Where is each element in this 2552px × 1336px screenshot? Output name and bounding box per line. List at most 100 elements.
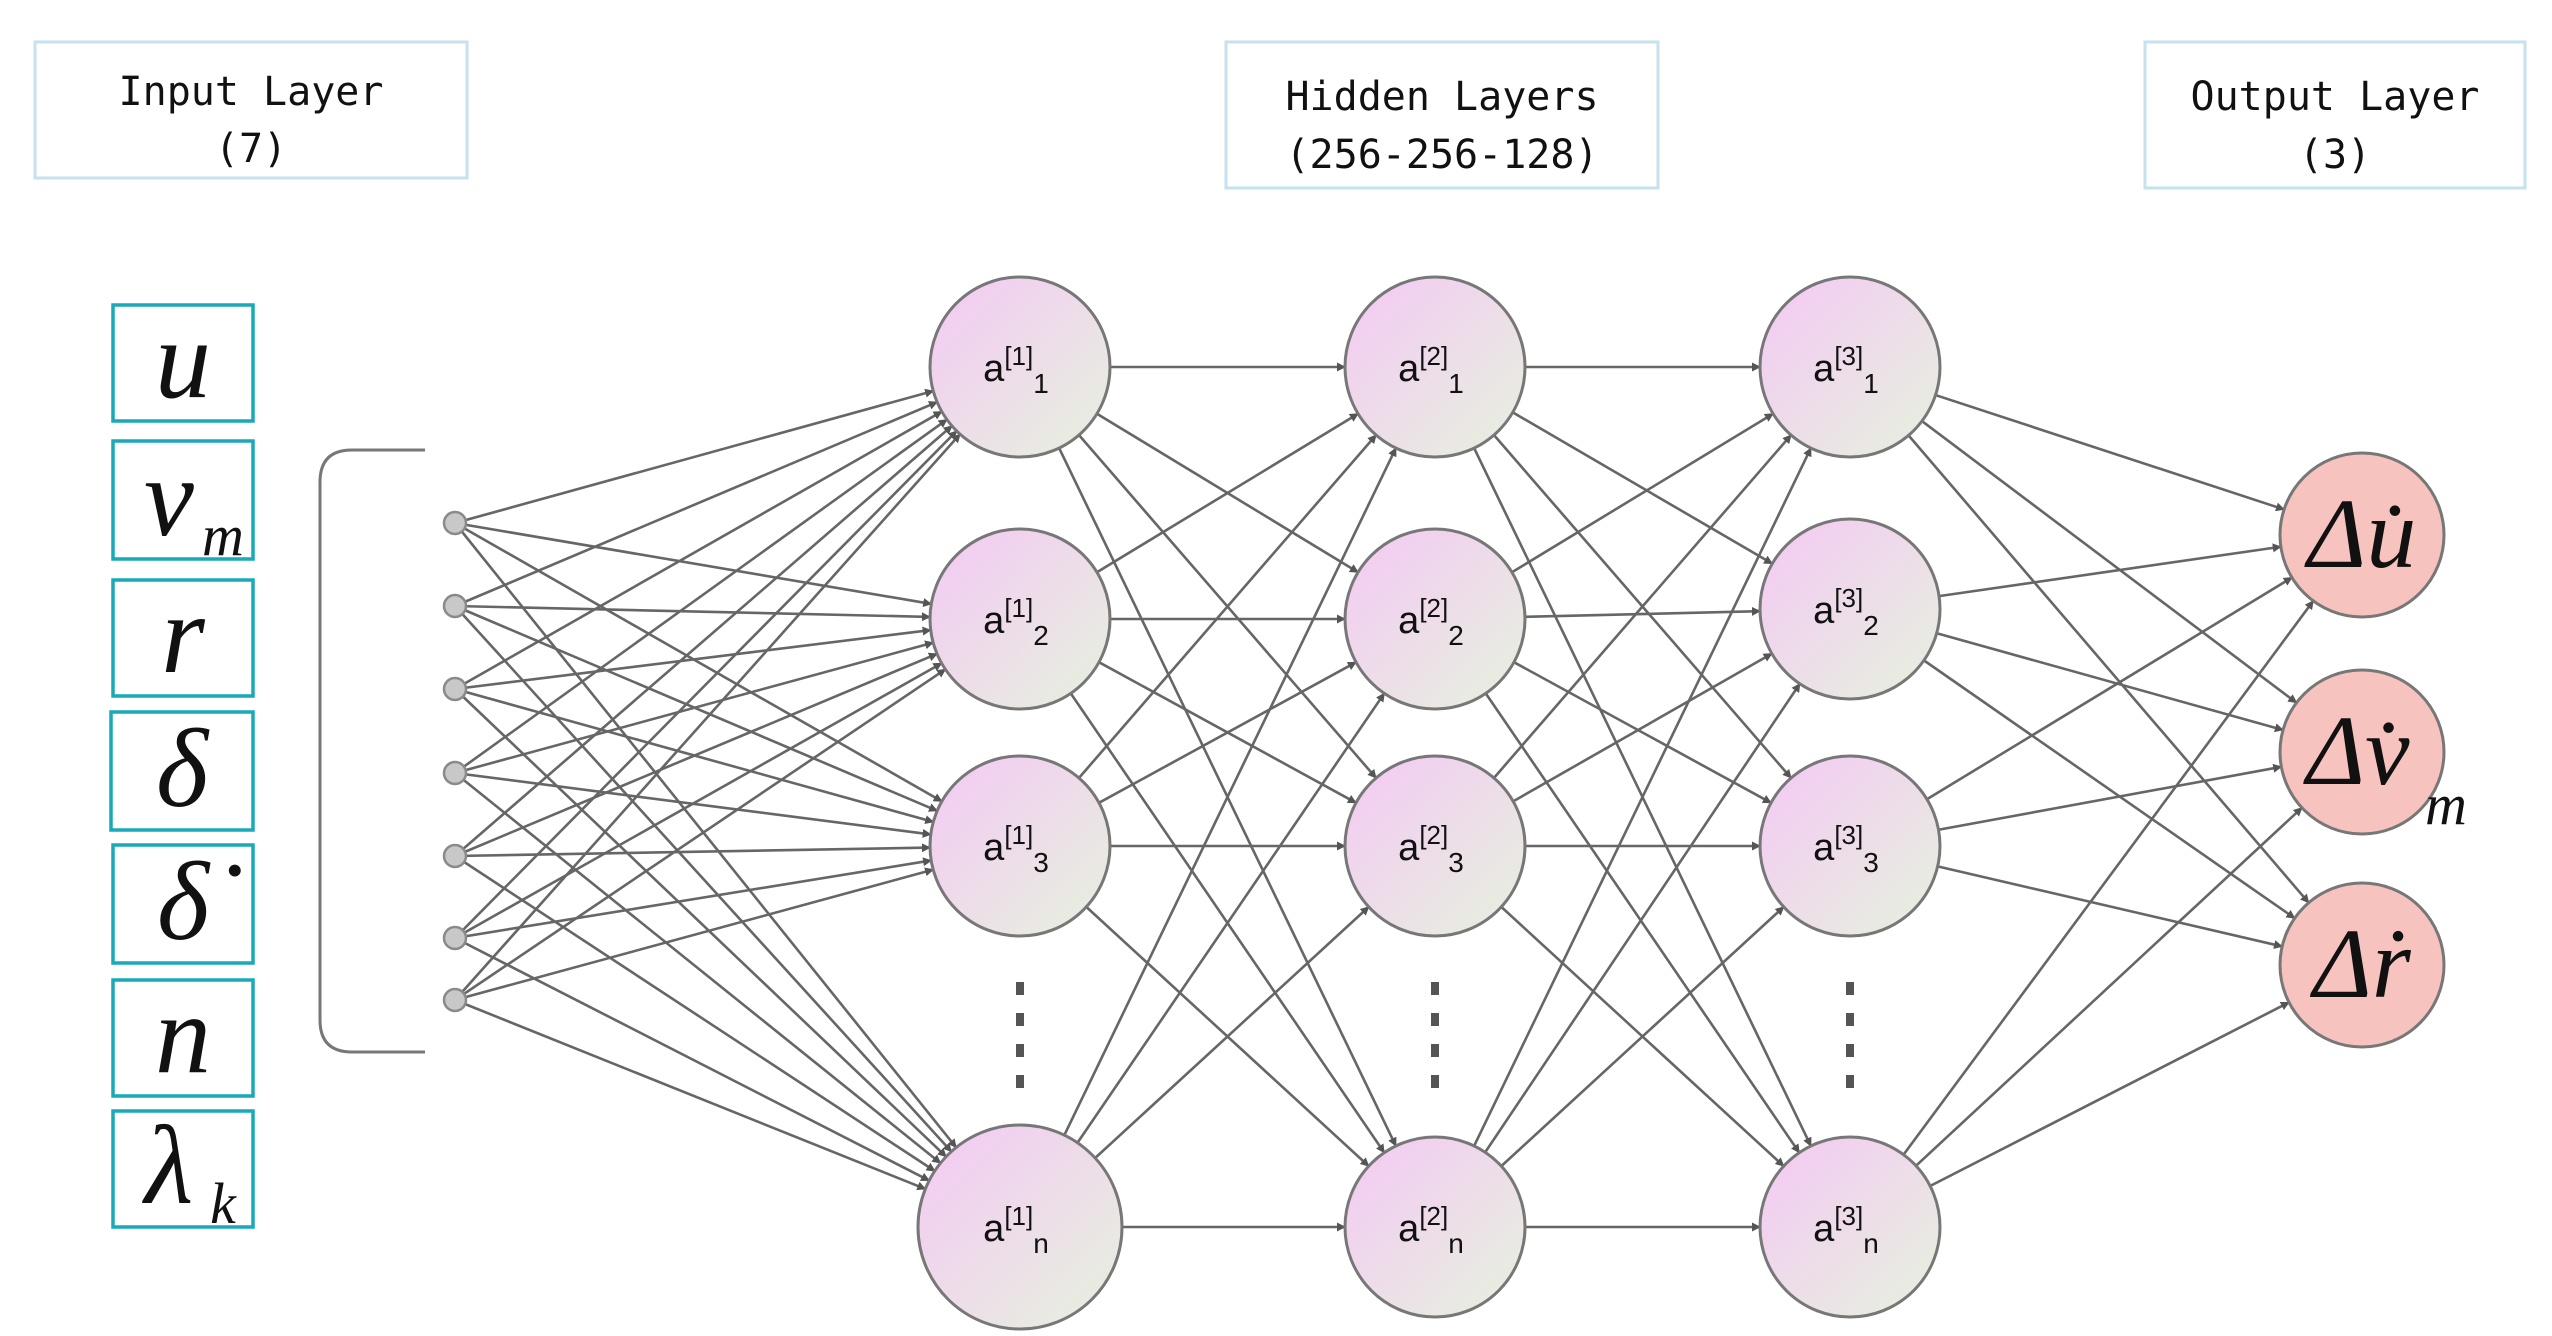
connection-l3-3-to-out-2 <box>1938 763 2283 832</box>
connection-input-3-to-l1-1 <box>454 410 943 691</box>
connection-l1-3-to-l2-2 <box>1098 661 1357 804</box>
input-subscript: m <box>202 503 244 568</box>
connection-input-2-to-l1-2 <box>454 604 931 622</box>
neuron-label: a[1]3 <box>983 820 1049 878</box>
connection-l3-2-to-out-2 <box>1936 631 2284 733</box>
connection-l3-2-to-out-1 <box>1938 543 2282 598</box>
connection-input-6-to-l1-3 <box>454 857 933 940</box>
output-subscript: m <box>2425 772 2467 837</box>
ellipsis-l1 <box>1016 982 1024 1088</box>
neuron-label: a[3]1 <box>1813 341 1879 399</box>
connection-input-4-to-l1-2 <box>454 640 935 775</box>
hidden-layers-header: Hidden Layers (256-256-128) <box>1224 40 1660 190</box>
connection-input-1-to-l1-2 <box>454 521 933 608</box>
neuron-label: a[3]n <box>1813 1201 1879 1259</box>
input-symbol: v <box>144 436 194 560</box>
connection-l2-3-to-l3-1 <box>1492 434 1793 779</box>
connection-l2-2-to-l3-3 <box>1513 661 1772 804</box>
connection-input-3-to-l1-4 <box>454 688 948 1158</box>
input-subscript: k <box>210 1171 237 1236</box>
connection-l1-3-to-l2-1 <box>1077 434 1378 779</box>
neuron-label: a[2]n <box>1398 1201 1464 1259</box>
connection-input-2-to-l1-1 <box>454 400 938 608</box>
connection-l1-4-to-l2-1 <box>1063 447 1398 1136</box>
neuron-l1-3: a[1]3 <box>928 754 1112 938</box>
input-node-3 <box>442 676 468 702</box>
output-symbol: Δṙ <box>2309 908 2412 1019</box>
input-dots <box>442 510 468 1013</box>
neuron-l2-1: a[2]1 <box>1343 275 1527 459</box>
neuron-label: a[2]3 <box>1398 820 1464 878</box>
input-symbol: u <box>155 298 211 422</box>
hidden-layers-sizes: (256-256-128) <box>1285 132 1598 178</box>
connection-input-5-to-l1-3 <box>454 843 931 858</box>
output-neuron-1: Δu̇ <box>2278 451 2446 619</box>
connection-input-2-to-l1-4 <box>454 605 953 1153</box>
input-layer-count: (7) <box>215 126 287 172</box>
hidden-neurons: a[1]1 a[1]2 a[1]3 a[1]n a[2]1 a[2]2 a[2]3 a[2]n… <box>916 275 1942 1331</box>
input-node-2 <box>442 593 468 619</box>
output-layer-header: Output Layer (3) <box>2143 40 2527 190</box>
hidden-layers-title: Hidden Layers <box>1285 74 1598 120</box>
input-variable-5: δ̇ <box>111 840 255 965</box>
output-symbol: Δv̇ <box>2302 695 2410 806</box>
connection-input-6-to-l1-4 <box>454 936 930 1182</box>
connection-l3-3-to-out-3 <box>1937 865 2284 949</box>
neuron-l2-n: a[2]n <box>1343 1135 1527 1319</box>
connection-l2-4-to-l3-3 <box>1500 905 1785 1168</box>
output-layer-title: Output Layer <box>2191 74 2480 120</box>
output-neuron-3: Δṙ <box>2278 881 2446 1049</box>
connection-l3-1-to-out-2 <box>1921 420 2298 704</box>
connection-input-1-to-l1-4 <box>453 522 958 1149</box>
connection-l2-4-to-l3-2 <box>1484 682 1801 1154</box>
input-node-7 <box>442 987 468 1013</box>
input-node-1 <box>442 510 468 536</box>
input-node-4 <box>442 760 468 786</box>
input-node-6 <box>442 925 468 951</box>
neuron-label: a[2]2 <box>1398 593 1464 651</box>
neuron-label: a[3]3 <box>1813 820 1879 878</box>
connection-l2-3-to-l3-2 <box>1512 652 1773 803</box>
connection-l2-4-to-l3-1 <box>1472 447 1813 1147</box>
input-symbol: δ <box>156 707 210 831</box>
connection-input-1-to-l1-1 <box>454 388 935 525</box>
neuron-l3-2: a[3]2 <box>1758 517 1942 701</box>
connection-l1-4-to-l2-2 <box>1076 692 1386 1144</box>
connection-input-6-to-l1-1 <box>454 430 958 939</box>
connection-input-7-to-l1-2 <box>454 668 947 1002</box>
connection-input-5-to-l1-1 <box>454 424 953 857</box>
connection-l3-3-to-out-1 <box>1926 576 2293 801</box>
connection-input-5-to-l1-2 <box>454 652 938 858</box>
neuron-label: a[1]2 <box>983 593 1049 651</box>
connection-l3-4-to-out-2 <box>1915 806 2303 1167</box>
connection-input-6-to-l1-2 <box>454 662 943 940</box>
input-layer-title: Input Layer <box>119 69 384 115</box>
connection-l3-1-to-out-3 <box>1907 434 2310 904</box>
input-variable-4: δ <box>109 707 255 832</box>
output-layer-count: (3) <box>2299 132 2371 178</box>
input-symbol: r <box>161 573 205 697</box>
neuron-label: a[1]n <box>983 1201 1049 1259</box>
connection-input-1-to-l1-3 <box>454 521 943 803</box>
neuron-l1-n: a[1]n <box>916 1123 1124 1331</box>
neuron-l2-3: a[2]3 <box>1343 754 1527 938</box>
connection-input-7-to-l1-1 <box>454 433 962 1001</box>
ellipsis-l3 <box>1846 982 1854 1088</box>
input-variable-6: n <box>111 973 255 1098</box>
neuron-l3-3: a[3]3 <box>1758 754 1942 938</box>
connection-input-4-to-l1-4 <box>454 771 942 1165</box>
input-variable-3: r <box>111 573 255 698</box>
connection-l1-4-to-l2-3 <box>1094 905 1370 1159</box>
neuron-label: a[1]1 <box>983 341 1049 399</box>
connection-input-4-to-l1-1 <box>454 418 948 775</box>
vertical-ellipses <box>1016 982 1854 1088</box>
neuron-l1-2: a[1]2 <box>928 527 1112 711</box>
connection-l2-1-to-l3-2 <box>1512 411 1774 565</box>
connection-input-3-to-l1-2 <box>454 626 932 691</box>
connection-input-7-to-l1-3 <box>454 867 935 1002</box>
connection-l3-4-to-out-1 <box>1902 600 2315 1156</box>
